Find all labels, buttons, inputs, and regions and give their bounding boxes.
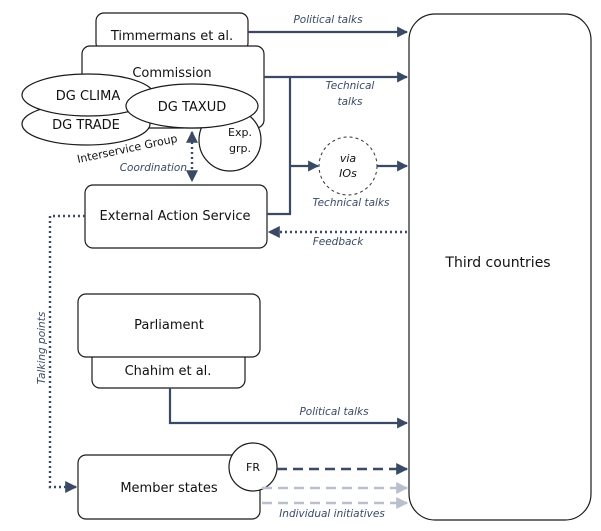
dg-taxud-node: DG TAXUD	[125, 83, 259, 129]
via-ios-line2: IOs	[339, 167, 357, 180]
dg-clima-label: DG CLIMA	[56, 89, 121, 104]
political-talks-top-label: Political talks	[293, 14, 363, 26]
third-countries-label: Third countries	[444, 255, 550, 271]
exp-grp-line2: grp.	[229, 142, 251, 155]
technical-talks-line1: Technical	[326, 80, 375, 92]
talking-points-arrow	[48, 214, 85, 493]
parliament-label: Parliament	[134, 318, 204, 333]
eeas-label: External Action Service	[100, 209, 251, 224]
fr-label: FR	[246, 461, 260, 474]
commission-label: Commission	[132, 66, 211, 81]
parliament-node: Parliament	[77, 293, 261, 358]
member-states-node: Member states	[77, 454, 261, 520]
fr-node: FR	[228, 442, 278, 492]
third-countries-node: Third countries	[408, 13, 592, 521]
dg-taxud-label: DG TAXUD	[158, 100, 226, 115]
political-talks-parliament-label: Political talks	[299, 406, 369, 418]
technical-talks-mid-label: Technical talks	[312, 197, 390, 209]
political-talks-parliament-arrow	[168, 388, 409, 429]
chahim-label: Chahim et al.	[125, 364, 212, 379]
member-states-label: Member states	[120, 481, 218, 496]
chahim-node: Chahim et al.	[91, 349, 246, 389]
coordination-label: Coordination	[120, 162, 187, 174]
dg-trade-label: DG TRADE	[52, 118, 120, 133]
via-ios-line1: via	[340, 152, 357, 165]
eeas-technical-connector	[267, 77, 292, 216]
eeas-node: External Action Service	[84, 184, 268, 249]
exp-grp-line1: Exp.	[228, 126, 252, 139]
via-ios-node: via IOs	[318, 136, 378, 196]
timmermans-node: Timmermans et al.	[95, 12, 249, 52]
timmermans-label: Timmermans et al.	[110, 29, 233, 44]
feedback-label: Feedback	[313, 236, 364, 248]
technical-talks-line2: talks	[337, 96, 363, 108]
individual-initiatives-label: Individual initiatives	[279, 508, 385, 520]
talking-points-label: Talking points	[36, 311, 48, 384]
